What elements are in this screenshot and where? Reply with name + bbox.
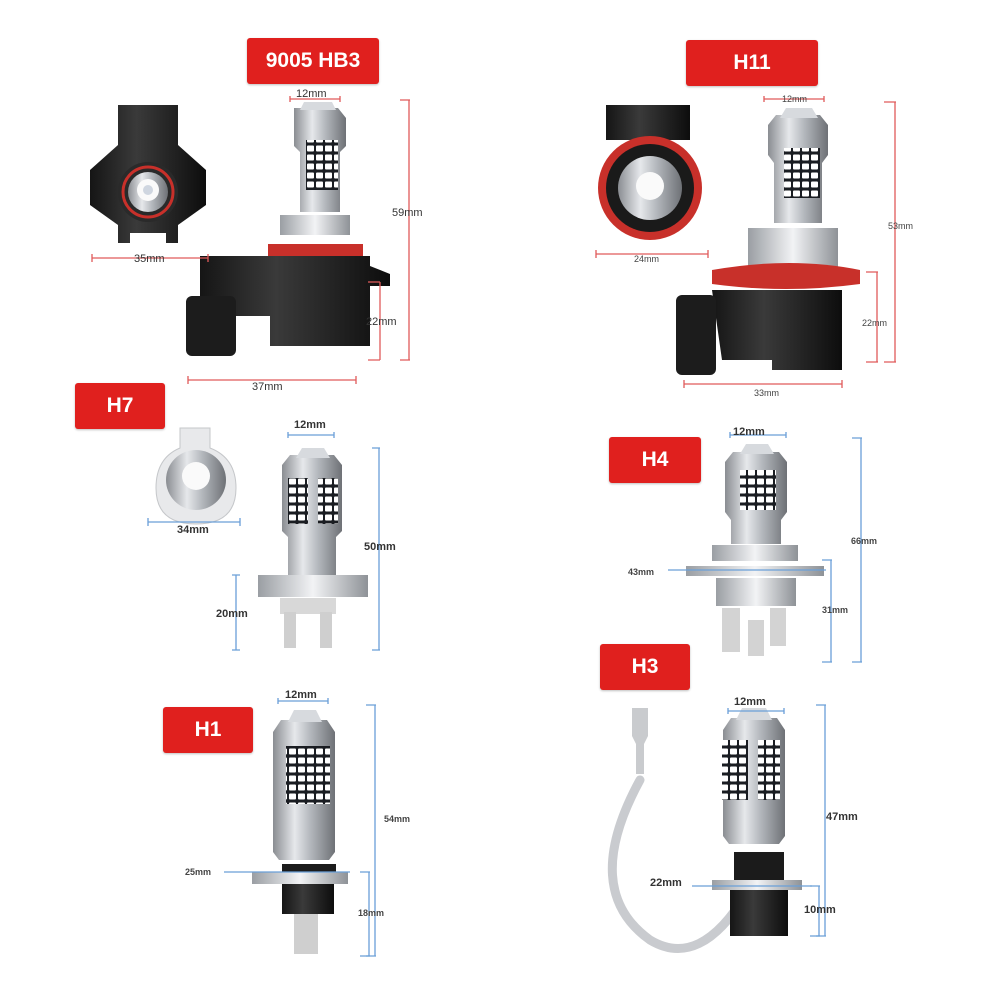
dim-h1-flange: 25mm	[185, 867, 212, 877]
badge-h3: H3	[600, 644, 690, 690]
dim-h7-base: 34mm	[177, 524, 209, 536]
dim-h3-height: 47mm	[826, 811, 858, 823]
dimension-lines	[91, 96, 896, 388]
bulb-h1-side-view	[252, 710, 348, 954]
dim-h4-height: 66mm	[851, 536, 878, 546]
dimension-lines-blue	[147, 432, 862, 957]
bulb-9005-side-view	[186, 102, 390, 356]
dim-h11-height: 53mm	[888, 221, 914, 231]
badge-h11: H11	[686, 40, 818, 86]
dim-h11-top: 12mm	[782, 94, 808, 104]
dim-h1-socket: 18mm	[358, 908, 385, 918]
dim-9005-base: 35mm	[134, 253, 165, 265]
dim-h4-flange: 43mm	[628, 567, 655, 577]
dim-h7-height: 50mm	[364, 541, 396, 553]
bulb-h7-rear-view	[155, 427, 237, 525]
dim-h4-socket: 31mm	[822, 605, 849, 615]
dim-h11-base: 24mm	[634, 254, 660, 264]
dim-9005-height: 59mm	[392, 207, 423, 219]
dim-h4-top: 12mm	[733, 426, 765, 438]
badge-h1: H1	[163, 707, 253, 753]
dim-h7-socket: 20mm	[216, 608, 248, 620]
dim-h7-top: 12mm	[294, 419, 326, 431]
badge-h4: H4	[609, 437, 701, 483]
bulb-9005-rear-view	[90, 105, 206, 243]
dim-9005-socket: 22mm	[366, 316, 397, 328]
bulb-h11-rear-view	[598, 105, 702, 240]
dim-h11-width: 33mm	[754, 388, 780, 398]
dim-h1-top: 12mm	[285, 689, 317, 701]
bulb-h3-side-view	[607, 708, 802, 953]
badge-h7: H7	[75, 383, 165, 429]
bulb-h4-side-view	[686, 444, 824, 656]
dim-h1-height: 54mm	[384, 814, 411, 824]
bulb-h11-side-view	[676, 108, 860, 375]
bulb-h7-side-view	[258, 448, 368, 648]
dim-9005-width: 37mm	[252, 381, 283, 393]
dim-h3-socket: 10mm	[804, 904, 836, 916]
dim-h11-socket: 22mm	[862, 318, 888, 328]
dim-h3-top: 12mm	[734, 696, 766, 708]
dim-9005-top: 12mm	[296, 88, 327, 100]
badge-9005-hb3: 9005 HB3	[247, 38, 379, 84]
dim-h3-flange: 22mm	[650, 877, 682, 889]
